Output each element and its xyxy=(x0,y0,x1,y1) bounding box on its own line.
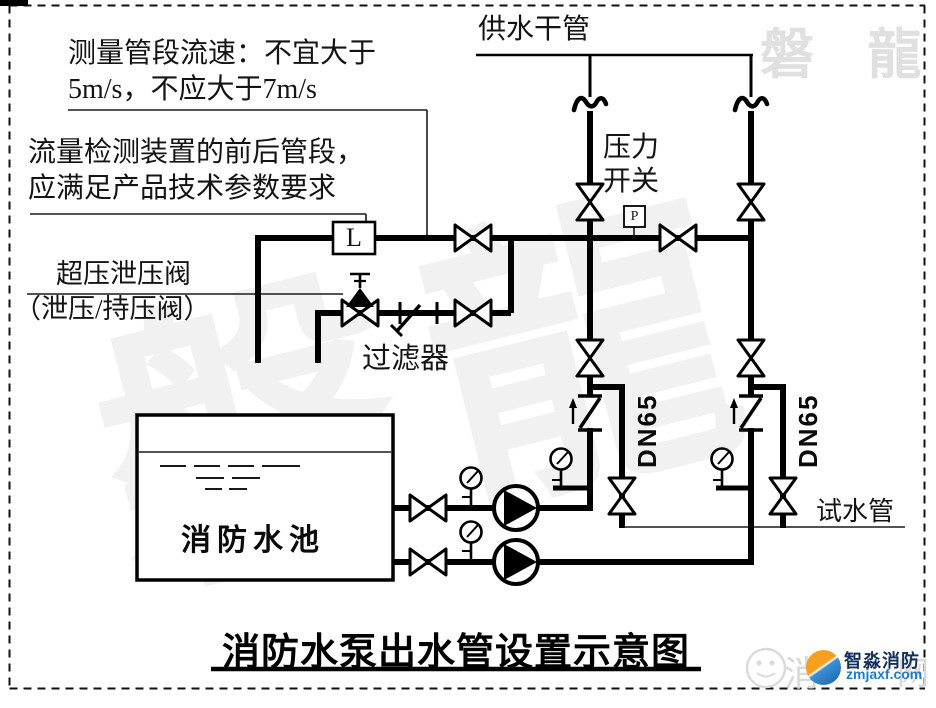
valve-cross-line xyxy=(658,223,698,253)
watermark-corner: 磐 龍 xyxy=(760,25,936,85)
pipe-break-symbol xyxy=(571,95,770,113)
brand-logo-icon xyxy=(806,650,841,685)
gauge-riser-right xyxy=(710,447,734,488)
pressure-gauges xyxy=(459,447,734,562)
velocity-note-line1: 测量管段流速：不宜大于 xyxy=(68,38,377,69)
footer-doodle-icon xyxy=(745,647,787,689)
valve-suction-lower xyxy=(408,547,448,577)
gauge-suction-upper xyxy=(459,466,483,508)
pressure-switch-label-line2: 开关 xyxy=(603,166,660,197)
gauge-suction-lower xyxy=(459,520,483,562)
strainer-icon xyxy=(389,302,439,338)
pressure-switch-box xyxy=(623,205,646,237)
brand-domain: zmjaxf.com xyxy=(846,666,923,682)
relief-valve-icon xyxy=(346,272,374,307)
fire-water-tank xyxy=(135,413,395,582)
brand-name: 智淼消防 xyxy=(844,651,920,671)
valve-left-riser-lower xyxy=(575,338,605,378)
check-valve-right xyxy=(730,394,763,432)
filter-label: 过滤器 xyxy=(362,343,450,375)
relief-valve-label: 超压泄压阀 xyxy=(56,259,191,289)
relief-valve-label2: （泄压/持压阀） xyxy=(14,294,211,324)
check-valve-left xyxy=(569,394,602,432)
fire-pump-lower xyxy=(492,538,540,586)
page-border xyxy=(8,4,926,690)
watermark-faint-right: 网 xyxy=(897,655,930,691)
leader-lines xyxy=(27,109,905,528)
supply-main-label: 供水干管 xyxy=(478,14,591,45)
corner-mark xyxy=(0,0,28,6)
water-surface-dashes xyxy=(160,465,300,490)
valve-test-left xyxy=(607,476,637,516)
pressure-switch-label-line1: 压力 xyxy=(603,132,660,163)
flow-meter-letter: L xyxy=(346,223,362,252)
valve-test-right xyxy=(768,476,798,516)
footer-logo: 消 网 智淼消防 zmjaxf.com xyxy=(744,644,929,694)
page-title: 消防水泵出水管设置示意图 xyxy=(221,632,690,674)
dn65-label-right: DN65 xyxy=(793,393,823,468)
dn65-label-left: DN65 xyxy=(632,393,662,468)
valve-left-riser-upper xyxy=(575,182,605,222)
valve-relief-right xyxy=(453,298,493,328)
gauge-riser-left xyxy=(549,447,573,488)
flow-device-note-line2: 应满足产品技术参数要求 xyxy=(28,173,337,204)
tank-label: 消防水池 xyxy=(181,524,325,557)
gate-valves-vertical xyxy=(575,182,798,516)
flow-meter-box xyxy=(331,220,377,256)
fire-pump-upper xyxy=(492,484,540,532)
velocity-note-line2: 5m/s，不应大于7m/s xyxy=(68,74,317,105)
valve-right-riser-lower xyxy=(736,338,766,378)
pressure-switch-letter: P xyxy=(630,208,639,224)
valve-right-riser-upper xyxy=(736,182,766,222)
valve-flowmeter-line xyxy=(453,223,493,253)
valve-suction-upper xyxy=(408,493,448,523)
supply-main-pipe xyxy=(476,53,753,97)
test-pipe-label: 试水管 xyxy=(816,497,895,526)
flow-device-note-line1: 流量检测装置的前后管段， xyxy=(28,137,365,168)
